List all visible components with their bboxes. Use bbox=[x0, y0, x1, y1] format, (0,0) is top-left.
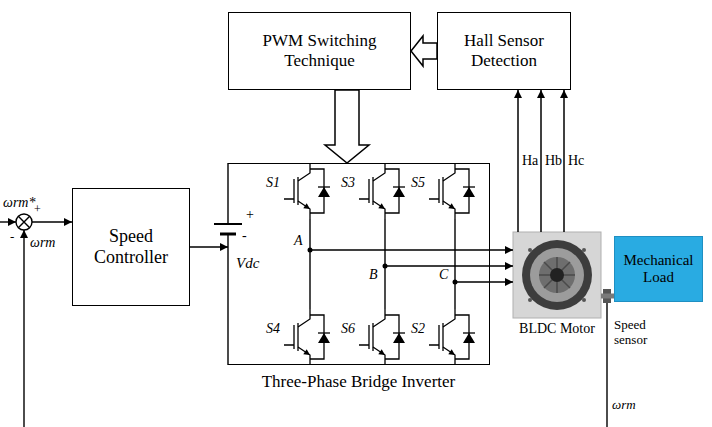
node-label: Three-Phase Bridge Inverter bbox=[262, 372, 456, 392]
phase-label: A bbox=[294, 234, 303, 248]
node-label: Speed Controller bbox=[81, 226, 181, 267]
polarity-mark: + bbox=[246, 208, 254, 222]
signal-name: Hb bbox=[544, 154, 563, 168]
signal-name: Ha bbox=[521, 154, 539, 168]
igbt-switch bbox=[429, 163, 475, 219]
phase-node bbox=[308, 248, 313, 253]
motor-bolt bbox=[582, 298, 586, 302]
signal-arrow bbox=[490, 281, 513, 283]
igbt-switch bbox=[429, 309, 475, 365]
phase-node bbox=[453, 280, 458, 285]
signal-name: ωrm* bbox=[3, 196, 35, 210]
switch-label: S3 bbox=[341, 176, 355, 190]
motor-bolt bbox=[582, 248, 586, 252]
motor-hub bbox=[550, 268, 564, 282]
motor-shaft bbox=[601, 294, 614, 299]
speed-sensor-wire bbox=[606, 296, 607, 427]
switch-label: S1 bbox=[266, 176, 280, 190]
node-label: Hall Sensor Detection bbox=[446, 31, 562, 70]
phase-node bbox=[383, 264, 388, 269]
phase-label: B bbox=[369, 268, 378, 282]
reference-wire bbox=[0, 221, 16, 222]
switch-label: S5 bbox=[411, 176, 425, 190]
battery-plate bbox=[214, 223, 242, 225]
node-label: Mechanical Load bbox=[623, 252, 694, 287]
block-arrow bbox=[325, 90, 369, 163]
summing-junction bbox=[16, 214, 32, 230]
motor-face bbox=[530, 248, 584, 302]
polarity-mark: - bbox=[242, 229, 247, 243]
sensor-label: Speed sensor bbox=[614, 318, 670, 348]
motor-bolt bbox=[528, 298, 532, 302]
signal-arrow bbox=[490, 249, 513, 251]
process-box: PWM Switching Technique bbox=[228, 12, 411, 90]
motor-spokes bbox=[539, 257, 575, 293]
igbt-switch bbox=[359, 163, 405, 219]
voltage-label: Vdc bbox=[236, 256, 259, 271]
sign-mark: + bbox=[34, 203, 41, 215]
signal-name: ωrm bbox=[612, 398, 636, 411]
switch-label: S2 bbox=[411, 322, 425, 336]
motor-photo-ground bbox=[513, 232, 601, 318]
signal-arrow bbox=[563, 90, 565, 232]
motor-bolt bbox=[528, 248, 532, 252]
process-box: Hall Sensor Detection bbox=[437, 12, 571, 90]
battery-plate bbox=[220, 233, 236, 236]
igbt-switch bbox=[284, 309, 330, 365]
motor-housing bbox=[522, 240, 592, 310]
load-box: Mechanical Load bbox=[614, 236, 703, 302]
motor-box: BLDC Motor bbox=[513, 232, 601, 318]
summing-cross bbox=[18, 216, 29, 227]
feedback-wire bbox=[23, 230, 24, 427]
error-wire bbox=[32, 221, 72, 222]
node-label: PWM Switching Technique bbox=[237, 31, 402, 70]
controller-box: Speed Controller bbox=[72, 188, 190, 306]
motor-rotor bbox=[539, 257, 575, 293]
node-label: BLDC Motor bbox=[519, 321, 595, 337]
phase-label: C bbox=[439, 268, 448, 282]
signal-name: ωrm bbox=[30, 236, 55, 250]
signal-arrow bbox=[517, 90, 519, 232]
signal-arrow bbox=[190, 246, 228, 248]
signal-name: Hc bbox=[567, 154, 585, 168]
sign-mark: - bbox=[10, 230, 14, 243]
phase-wire bbox=[310, 250, 490, 282]
wiring bbox=[0, 163, 607, 427]
igbt-switch bbox=[284, 163, 330, 219]
switch-label: S6 bbox=[341, 322, 355, 336]
block-arrow bbox=[411, 36, 437, 66]
motor-picture bbox=[513, 232, 601, 318]
switch-label: S4 bbox=[266, 322, 280, 336]
igbt-switch bbox=[359, 309, 405, 365]
signal-arrow bbox=[490, 265, 513, 267]
signal-arrow bbox=[540, 90, 542, 232]
inverter-leg bbox=[310, 219, 455, 309]
